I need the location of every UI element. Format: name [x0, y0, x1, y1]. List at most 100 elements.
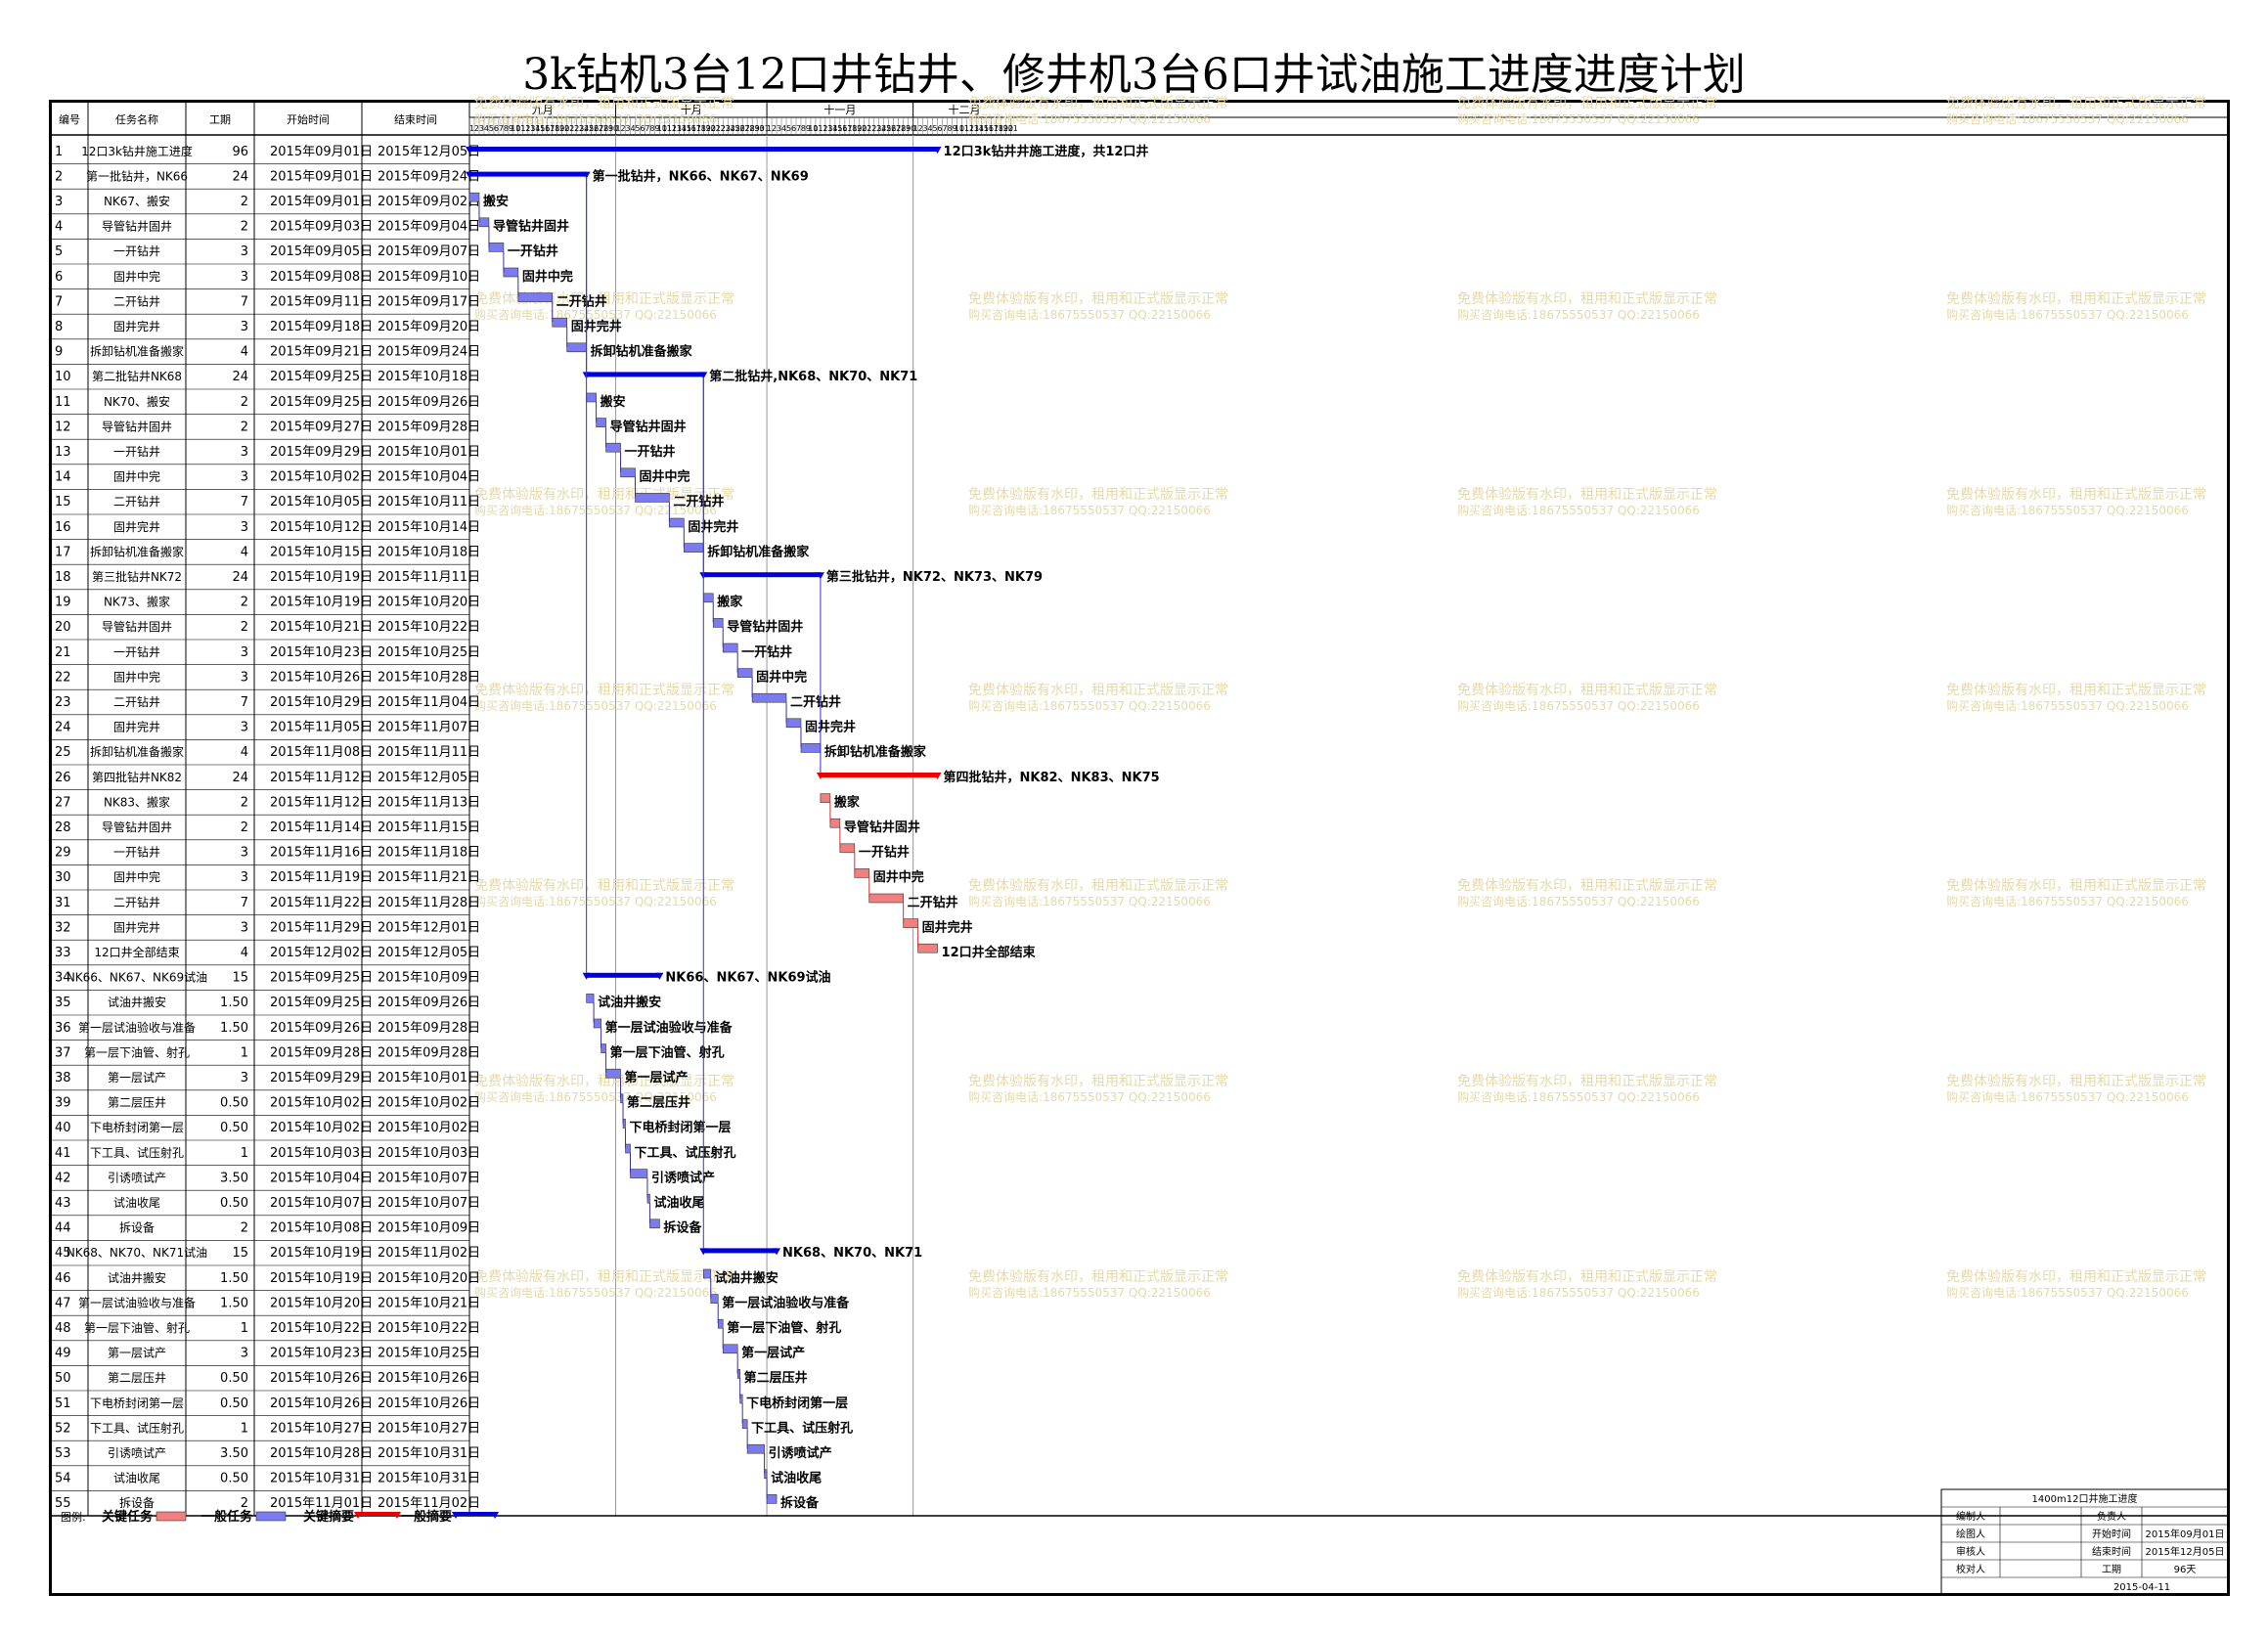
- watermark-line1: 免费体验版有水印，租用和正式版显示正常: [968, 487, 1228, 503]
- legend-item-label: 一般任务: [201, 1509, 253, 1525]
- summary-start-marker: [816, 773, 824, 779]
- day-tick-label: 4: [928, 124, 933, 133]
- task-duration: 1.50: [220, 1296, 248, 1310]
- day-tick-label: 9: [952, 124, 956, 133]
- task-name: 引诱喷试产: [108, 1170, 166, 1184]
- task-bar-label: 二开钻井: [790, 694, 841, 710]
- task-bar-label: 12口井全部结束: [942, 945, 1037, 960]
- task-end: 2015年10月09日: [378, 971, 480, 986]
- watermark-line2: 购买咨询电话:18675550537 QQ:22150066: [968, 111, 1211, 126]
- task-start: 2015年10月04日: [270, 1171, 373, 1185]
- task-duration: 2: [241, 395, 248, 410]
- day-tick-label: 27: [740, 124, 750, 133]
- task-name: 试油收尾: [113, 1471, 160, 1485]
- day-tick-label: 13: [969, 124, 979, 133]
- task-bar: [820, 793, 831, 803]
- task-bar-label: 第一层试油验收与准备: [722, 1295, 850, 1310]
- day-tick-label: 25: [881, 124, 891, 133]
- task-name: 二开钻井: [113, 494, 160, 509]
- task-name: 二开钻井: [113, 293, 160, 308]
- header-id: 编号: [59, 112, 80, 126]
- task-duration: 0.50: [220, 1472, 248, 1486]
- task-name: 固井中完: [113, 669, 160, 684]
- task-id: 1: [55, 145, 63, 159]
- day-tick-label: 3: [625, 124, 630, 133]
- task-start: 2015年09月01日: [270, 169, 373, 184]
- watermark-line2: 购买咨询电话:18675550537 QQ:22150066: [968, 1285, 1211, 1300]
- day-tick-label: 3: [923, 124, 928, 133]
- task-name: NK73、搬家: [104, 595, 170, 609]
- task-id: 43: [55, 1196, 71, 1211]
- day-tick-label: 8: [649, 124, 654, 133]
- task-bar-label: 第四批钻井，NK82、NK83、NK75: [944, 770, 1160, 785]
- task-bar-label: 二开钻井: [556, 293, 607, 309]
- task-bar-label: 第一层下油管、射孔: [610, 1044, 725, 1060]
- task-duration: 0.50: [220, 1096, 248, 1111]
- task-end: 2015年11月28日: [378, 896, 480, 910]
- legend-item-label: 一般摘要: [401, 1509, 452, 1525]
- day-tick-label: 2: [772, 124, 777, 133]
- day-tick-label: 24: [726, 124, 735, 133]
- task-bar-label: 下电桥封闭第一层: [746, 1395, 848, 1411]
- task-start: 2015年10月23日: [270, 1347, 373, 1361]
- task-name: 一开钻井: [113, 845, 160, 860]
- watermark-line2: 购买咨询电话:18675550537 QQ:22150066: [1946, 111, 2189, 126]
- task-end: 2015年09月28日: [378, 1021, 480, 1036]
- task-end: 2015年10月22日: [378, 1321, 480, 1336]
- task-bar: [517, 292, 554, 302]
- task-name: 拆卸钻机准备搬家: [90, 544, 184, 558]
- task-start: 2015年11月14日: [270, 820, 373, 835]
- task-duration: 4: [241, 946, 248, 960]
- task-end: 2015年10月25日: [378, 1347, 480, 1361]
- task-name: 第一层试产: [108, 1070, 166, 1085]
- task-id: 27: [55, 795, 71, 810]
- task-id: 30: [55, 870, 71, 885]
- task-bar-label: 拆卸钻机准备搬家: [707, 544, 810, 559]
- day-tick-label: 19: [555, 124, 564, 133]
- task-id: 44: [55, 1221, 71, 1236]
- task-id: 18: [55, 570, 71, 585]
- task-start: 2015年09月01日: [270, 145, 373, 159]
- summary-bar: [469, 171, 587, 177]
- task-end: 2015年10月20日: [378, 596, 480, 610]
- watermark-line1: 免费体验版有水印，租用和正式版显示正常: [474, 683, 734, 698]
- watermark-line2: 购买咨询电话:18675550537 QQ:22150066: [1946, 307, 2189, 322]
- task-start: 2015年11月16日: [270, 846, 373, 861]
- task-start: 2015年11月01日: [270, 1496, 373, 1511]
- watermark-line2: 购买咨询电话:18675550537 QQ:22150066: [1457, 111, 1700, 126]
- watermark-line2: 购买咨询电话:18675550537 QQ:22150066: [1457, 1089, 1700, 1104]
- task-bar-label: 第一层下油管、射孔: [727, 1320, 841, 1336]
- task-bar: [717, 1318, 724, 1329]
- task-id: 9: [55, 345, 63, 360]
- task-duration: 7: [241, 294, 248, 309]
- task-bar-label: 一开钻井: [741, 644, 792, 660]
- task-id: 47: [55, 1296, 71, 1310]
- task-name: 下电桥封闭第一层: [90, 1121, 184, 1134]
- task-bar-label: 第二层压井: [744, 1370, 808, 1386]
- watermark-line1: 免费体验版有水印，租用和正式版显示正常: [474, 96, 734, 111]
- watermark-line2: 购买咨询电话:18675550537 QQ:22150066: [474, 307, 717, 322]
- day-tick-label: 2: [918, 124, 923, 133]
- task-id: 2: [55, 169, 63, 184]
- watermark-line2: 购买咨询电话:18675550537 QQ:22150066: [474, 111, 717, 126]
- task-end: 2015年10月31日: [378, 1472, 480, 1486]
- task-end: 2015年10月01日: [378, 1071, 480, 1085]
- task-bar: [785, 718, 802, 729]
- task-bar-label: 试油井搬安: [598, 995, 661, 1010]
- task-name: 12口3k钻井施工进度: [81, 144, 193, 158]
- task-id: 7: [55, 294, 63, 309]
- task-end: 2015年11月02日: [378, 1496, 480, 1511]
- task-bar-label: 搬安: [483, 194, 509, 209]
- task-bar-label: 搬家: [834, 794, 861, 810]
- watermark-line2: 购买咨询电话:18675550537 QQ:22150066: [1946, 503, 2189, 517]
- task-id: 45: [55, 1246, 71, 1261]
- month-label: 十一月: [823, 103, 856, 116]
- task-name: NK68、NK70、NK71试油: [67, 1245, 207, 1260]
- task-end: 2015年10月25日: [378, 645, 480, 660]
- watermark-line1: 免费体验版有水印，租用和正式版显示正常: [1946, 1074, 2206, 1089]
- day-tick-label: 12: [818, 124, 827, 133]
- day-tick-label: 1: [913, 124, 918, 133]
- task-bar: [600, 1043, 606, 1053]
- day-tick-label: 28: [896, 124, 906, 133]
- task-bar: [764, 1469, 768, 1480]
